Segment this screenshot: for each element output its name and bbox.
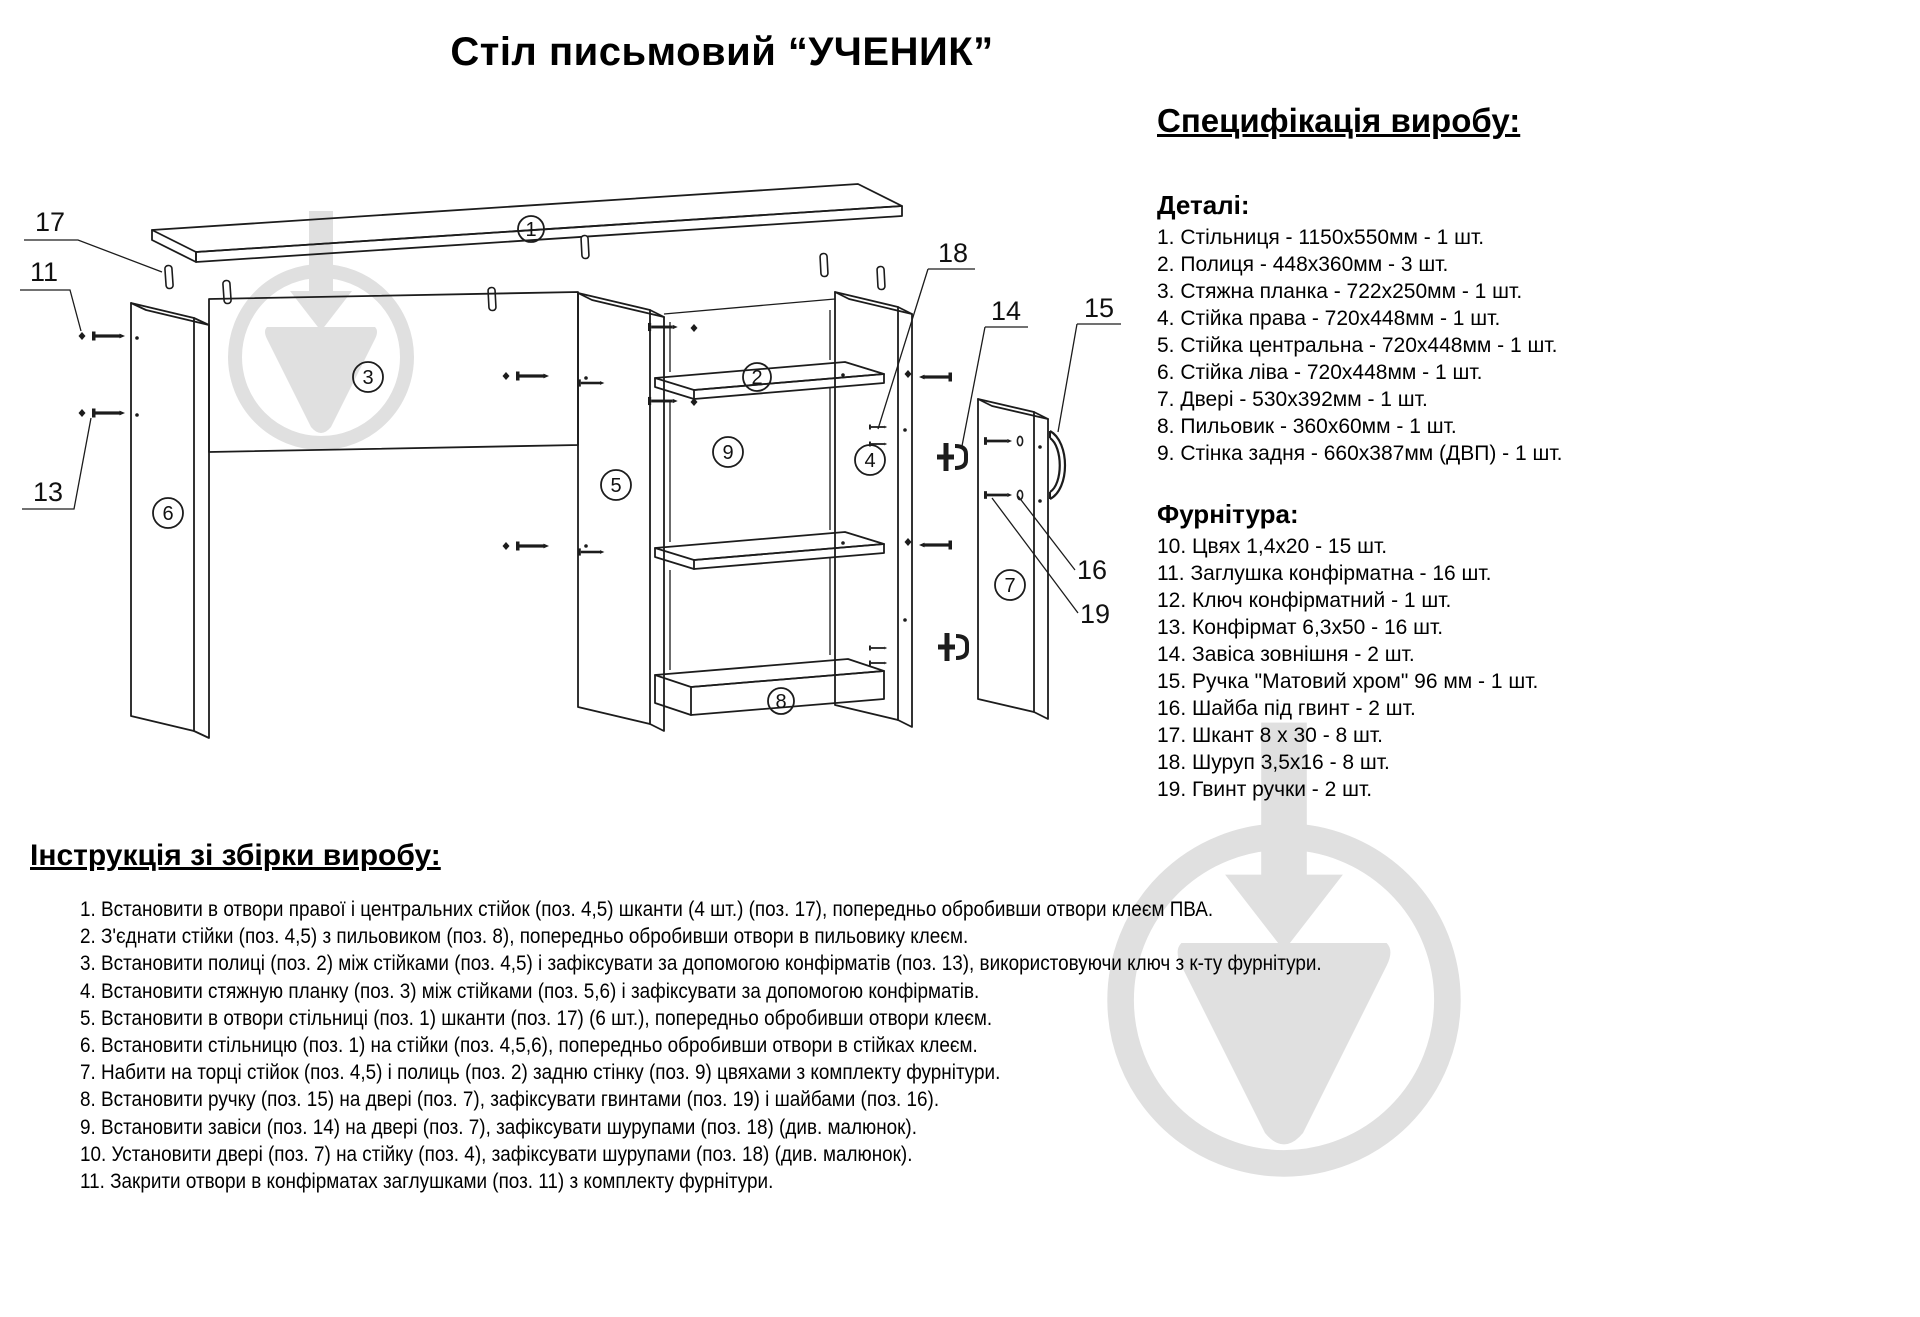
dust-board-panel <box>654 658 885 716</box>
svg-text:7: 7 <box>1004 575 1015 597</box>
callout-17: 17 <box>24 207 163 273</box>
hardware-item: 10. Цвях 1,4х20 - 15 шт. <box>1157 535 1388 558</box>
svg-text:19: 19 <box>1080 599 1110 629</box>
tie-plank-panel <box>208 291 579 453</box>
hardware-item: 11. Заглушка конфірматна - 16 шт. <box>1157 562 1492 585</box>
svg-text:1: 1 <box>525 219 536 241</box>
svg-text:18: 18 <box>938 238 968 268</box>
details-item: 1. Стільниця - 1150х550мм - 1 шт. <box>1157 226 1485 249</box>
hinge-hardware <box>937 443 966 471</box>
callout-11: 11 <box>20 257 82 332</box>
part-label-5: 5 <box>600 469 632 501</box>
hardware-item: 17. Шкант 8 х 30 - 8 шт. <box>1157 724 1384 747</box>
svg-text:5: 5 <box>610 475 621 497</box>
svg-text:3: 3 <box>362 367 373 389</box>
svg-text:16: 16 <box>1077 555 1107 585</box>
specification-heading: Специфікація виробу: <box>1157 102 1521 139</box>
details-heading: Деталі: <box>1157 190 1250 220</box>
svg-text:6: 6 <box>162 503 173 525</box>
part-label-1: 1 <box>517 215 545 243</box>
central-stand-panel <box>577 292 665 732</box>
details-list: 1. Стільниця - 1150х550мм - 1 шт. 2. Пол… <box>1157 224 1857 467</box>
hardware-item: 13. Конфірмат 6,3х50 - 16 шт. <box>1157 616 1444 639</box>
part-label-2: 2 <box>742 362 772 392</box>
svg-text:9: 9 <box>722 442 733 464</box>
part-label-4: 4 <box>854 444 886 476</box>
tabletop-panel <box>151 183 903 263</box>
svg-text:4: 4 <box>864 450 875 472</box>
part-label-3: 3 <box>352 361 384 393</box>
exploded-view-diagram: 1 3 6 5 2 9 4 8 7 17 11 13 18 14 15 16 1… <box>20 183 1121 739</box>
details-item: 4. Стійка права - 720х448мм - 1 шт. <box>1157 307 1501 330</box>
hardware-item: 14. Завіса зовнішня - 2 шт. <box>1157 643 1415 666</box>
right-stand-panel <box>834 291 913 728</box>
part-label-9: 9 <box>712 436 744 468</box>
hardware-item: 12. Ключ конфірматний - 1 шт. <box>1157 589 1452 612</box>
details-item: 8. Пильовик - 360х60мм - 1 шт. <box>1157 415 1457 438</box>
middle-shelf-panel <box>654 531 885 570</box>
hardware-list: 10. Цвях 1,4х20 - 15 шт. 11. Заглушка ко… <box>1157 533 1857 803</box>
left-stand-panel <box>130 302 210 739</box>
details-item: 6. Стійка ліва - 720х448мм - 1 шт. <box>1157 361 1483 384</box>
instruction-step: 3. Встановити полиці (поз. 2) між стійка… <box>80 952 1322 976</box>
instruction-step: 11. Закрити отвори в конфірматах заглушк… <box>80 1170 774 1194</box>
hardware-item: 18. Шуруп 3,5х16 - 8 шт. <box>1157 751 1390 774</box>
hinge-hardware <box>938 633 967 661</box>
door-panel <box>977 398 1049 720</box>
instruction-step: 9. Встановити завіси (поз. 14) на двері … <box>80 1115 917 1139</box>
part-label-7: 7 <box>994 569 1026 601</box>
instruction-step: 5. Встановити в отвори стільниці (поз. 1… <box>80 1006 993 1030</box>
callout-19: 19 <box>991 497 1110 629</box>
instruction-step: 8. Встановити ручку (поз. 15) на двері (… <box>80 1088 940 1112</box>
callouts: 17 11 13 18 14 15 16 19 <box>20 207 1121 629</box>
callout-15: 15 <box>1057 293 1121 433</box>
hardware-item: 19. Гвинт ручки - 2 шт. <box>1157 778 1373 801</box>
hardware-item: 15. Ручка "Матовий хром" 96 мм - 1 шт. <box>1157 670 1539 693</box>
svg-text:14: 14 <box>991 296 1021 326</box>
svg-text:11: 11 <box>30 257 58 287</box>
instruction-step: 7. Набити на торці стійок (поз. 4,5) і п… <box>80 1061 1001 1085</box>
part-label-8: 8 <box>767 687 795 715</box>
hardware-item: 16. Шайба під гвинт - 2 шт. <box>1157 697 1416 720</box>
part-labels: 1 3 6 5 2 9 4 8 7 <box>152 215 1026 715</box>
details-item: 2. Полиця - 448х360мм - 3 шт. <box>1157 253 1449 276</box>
page-title: Стіл письмовий “УЧЕНИК” <box>450 30 994 74</box>
handle-hardware <box>984 430 1067 501</box>
hardware-heading: Фурнітура: <box>1157 499 1299 529</box>
instruction-step: 10. Установити двері (поз. 7) на стійку … <box>80 1142 913 1166</box>
specification-section: Специфікація виробу: Деталі: 1. Стільниц… <box>1157 102 1857 803</box>
instruction-step: 2. З'єднати стійки (поз. 4,5) з пильовик… <box>80 925 969 949</box>
callout-14: 14 <box>961 296 1028 447</box>
svg-text:2: 2 <box>751 367 762 389</box>
svg-text:15: 15 <box>1084 293 1114 323</box>
svg-text:13: 13 <box>33 477 63 507</box>
details-item: 5. Стійка центральна - 720х448мм - 1 шт. <box>1157 334 1558 357</box>
callout-13: 13 <box>22 417 92 510</box>
details-item: 3. Стяжна планка - 722х250мм - 1 шт. <box>1157 280 1523 303</box>
details-item: 7. Двері - 530х392мм - 1 шт. <box>1157 388 1428 411</box>
svg-text:17: 17 <box>35 207 65 237</box>
details-item: 9. Стінка задня - 660х387мм (ДВП) - 1 шт… <box>1157 442 1563 465</box>
instruction-step: 6. Встановити стільницю (поз. 1) на стій… <box>80 1034 978 1058</box>
svg-text:8: 8 <box>775 691 786 713</box>
part-label-6: 6 <box>152 497 184 529</box>
instructions-list: 1. Встановити в отвори правої і централь… <box>80 896 1460 1195</box>
instructions-heading: Інструкція зі збірки виробу: <box>30 839 441 872</box>
instruction-step: 4. Встановити стяжную планку (поз. 3) мі… <box>80 979 980 1003</box>
callout-16: 16 <box>1017 495 1107 585</box>
callout-18: 18 <box>877 238 975 430</box>
instruction-step: 1. Встановити в отвори правої і централь… <box>80 898 1214 921</box>
back-wall-panel <box>663 298 836 670</box>
top-shelf-panel <box>654 361 885 400</box>
